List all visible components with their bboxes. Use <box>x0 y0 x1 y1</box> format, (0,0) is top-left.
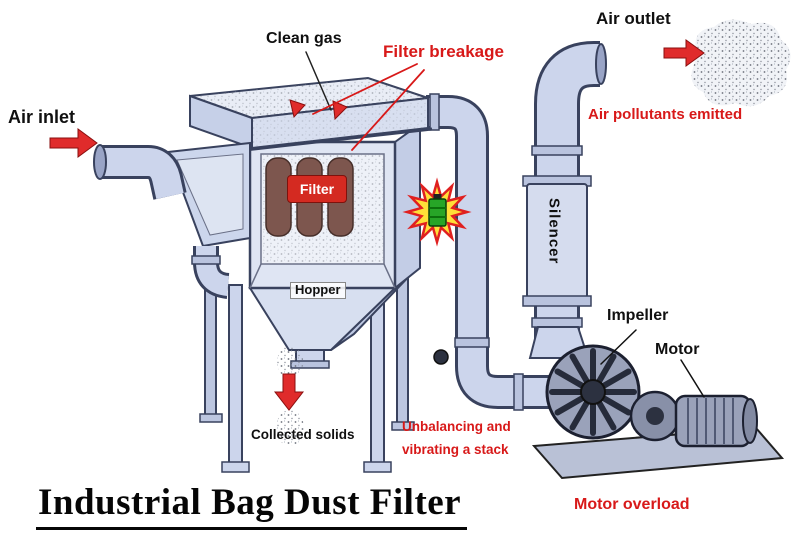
clean-gas-plenum <box>189 76 433 152</box>
clean-gas-label: Clean gas <box>266 30 342 47</box>
duct-valve-knob <box>433 349 449 365</box>
leader-lines <box>305 51 705 398</box>
solids-discharge-arrow <box>273 373 305 411</box>
alarm-starburst-icon <box>402 177 472 247</box>
motor-label: Motor <box>655 341 700 358</box>
motor-overload-label: Motor overload <box>574 496 690 513</box>
blower-fan <box>545 344 641 440</box>
stack-outlet-opening <box>595 43 607 85</box>
motor-assembly <box>528 326 785 480</box>
page-title: Industrial Bag Dust Filter <box>36 481 468 530</box>
hopper-label: Hopper <box>290 282 346 299</box>
air-pollutants-label: Air pollutants emitted <box>588 106 743 123</box>
silencer-label: Silencer <box>545 198 563 265</box>
impeller-label: Impeller <box>607 307 669 324</box>
baghouse <box>93 76 433 473</box>
connecting-duct <box>426 93 554 411</box>
filter-tag: Filter <box>287 175 347 203</box>
unbalancing-label-line1: Unbalancing and <box>402 419 511 434</box>
air-inlet-arrow <box>49 128 98 158</box>
inlet-duct <box>93 141 251 299</box>
plenum-flow-arrow <box>289 99 306 119</box>
silencer-body <box>522 175 592 307</box>
filter-breakage-label: Filter breakage <box>383 42 504 61</box>
dust-speckles <box>276 19 791 446</box>
air-outlet-arrow <box>663 39 705 67</box>
battery-icon <box>428 194 447 227</box>
air-inlet-label: Air inlet <box>8 107 76 127</box>
inlet-opening <box>93 144 107 180</box>
collected-solids-label: Collected solids <box>251 427 355 442</box>
flow-arrows <box>49 39 705 411</box>
exhaust-stack <box>531 41 607 345</box>
motor-body <box>674 394 758 448</box>
air-outlet-label: Air outlet <box>596 9 671 28</box>
unbalancing-label-line2: vibrating a stack <box>402 442 509 457</box>
plenum-flow-arrow <box>332 100 348 121</box>
impeller-fins <box>549 348 637 436</box>
